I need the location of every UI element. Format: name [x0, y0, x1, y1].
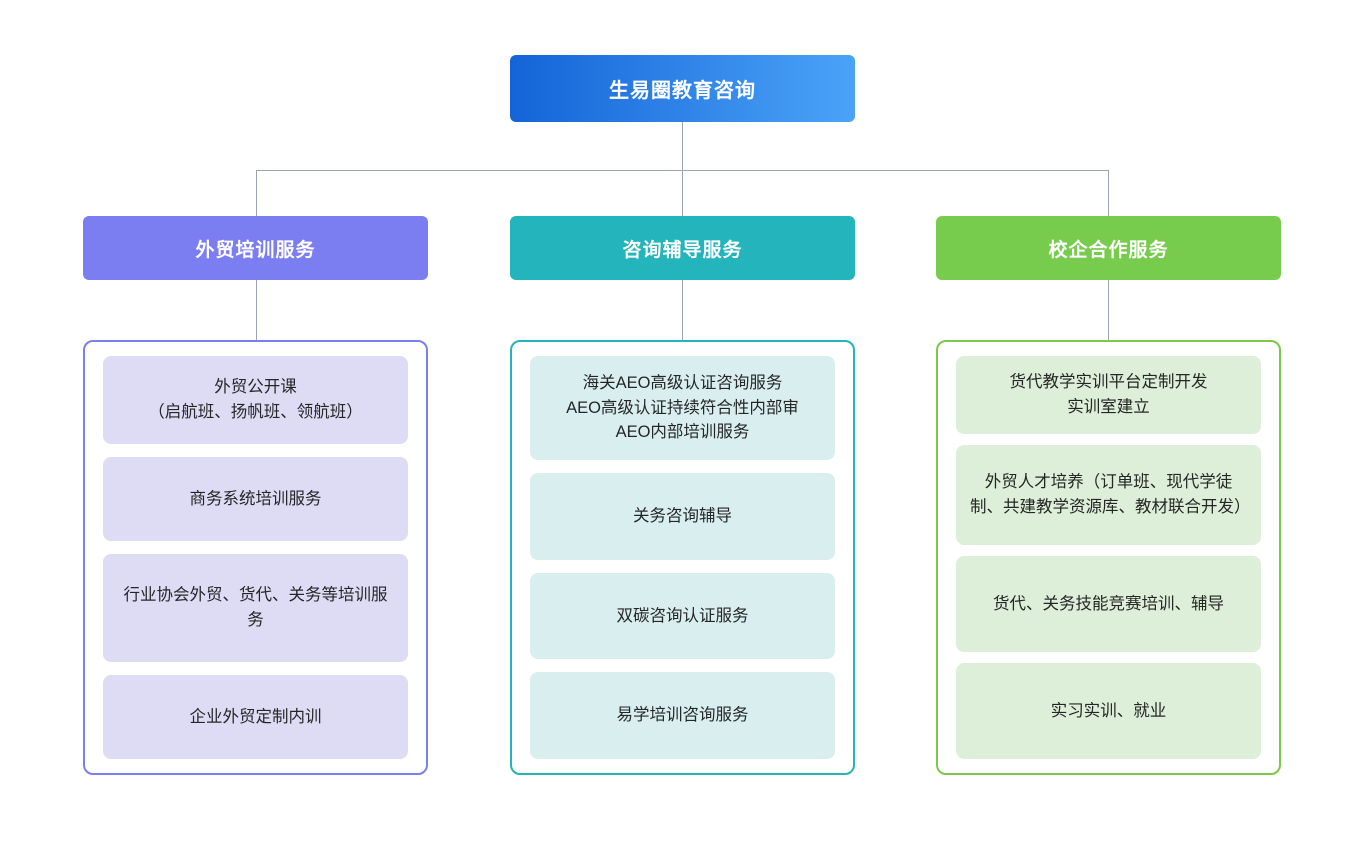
- leaf-card[interactable]: 实习实训、就业: [956, 663, 1261, 759]
- leaf-card[interactable]: 外贸公开课 （启航班、扬帆班、领航班）: [103, 356, 408, 444]
- connector-drop-branch-1: [256, 170, 257, 216]
- leaf-card-label: 外贸公开课 （启航班、扬帆班、领航班）: [148, 378, 363, 421]
- leaf-card[interactable]: 货代教学实训平台定制开发 实训室建立: [956, 356, 1261, 434]
- branch-header-waimao-peixun[interactable]: 外贸培训服务: [83, 216, 428, 280]
- branch-box-waimao-peixun: 外贸公开课 （启航班、扬帆班、领航班） 商务系统培训服务 行业协会外贸、货代、关…: [83, 340, 428, 775]
- leaf-card[interactable]: 货代、关务技能竞赛培训、辅导: [956, 556, 1261, 652]
- leaf-card[interactable]: 双碳咨询认证服务: [530, 572, 835, 660]
- leaf-card-label: 货代、关务技能竞赛培训、辅导: [993, 594, 1224, 613]
- leaf-card-label: 双碳咨询认证服务: [616, 606, 749, 625]
- branch-box-xiaoqi-hezuo: 货代教学实训平台定制开发 实训室建立 外贸人才培养（订单班、现代学徒制、共建教学…: [936, 340, 1281, 775]
- leaf-card-label: 商务系统培训服务: [189, 489, 322, 508]
- leaf-card[interactable]: 外贸人才培养（订单班、现代学徒制、共建教学资源库、教材联合开发）: [956, 445, 1261, 545]
- branch-box-zixun-fudao: 海关AEO高级认证咨询服务 AEO高级认证持续符合性内部审 AEO内部培训服务 …: [510, 340, 855, 775]
- branch-header-zixun-fudao[interactable]: 咨询辅导服务: [510, 216, 855, 280]
- leaf-card[interactable]: 海关AEO高级认证咨询服务 AEO高级认证持续符合性内部审 AEO内部培训服务: [530, 356, 835, 460]
- leaf-card-label: 易学培训咨询服务: [616, 706, 749, 725]
- leaf-card-label: 外贸人才培养（订单班、现代学徒制、共建教学资源库、教材联合开发）: [970, 473, 1251, 516]
- connector-drop-branch-2: [682, 170, 683, 216]
- connector-drop-branch-3: [1108, 170, 1109, 216]
- leaf-card[interactable]: 商务系统培训服务: [103, 457, 408, 541]
- leaf-card-label: 货代教学实训平台定制开发 实训室建立: [1009, 373, 1208, 416]
- leaf-card[interactable]: 易学培训咨询服务: [530, 672, 835, 760]
- leaf-card[interactable]: 企业外贸定制内训: [103, 675, 408, 759]
- root-node[interactable]: 生易圈教育咨询: [510, 55, 855, 122]
- branch-header-xiaoqi-hezuo[interactable]: 校企合作服务: [936, 216, 1281, 280]
- connector-branch-2-to-box: [682, 280, 683, 340]
- leaf-card[interactable]: 关务咨询辅导: [530, 473, 835, 560]
- leaf-card-label: 行业协会外贸、货代、关务等培训服务: [123, 586, 388, 629]
- connector-branch-1-to-box: [256, 280, 257, 340]
- leaf-card-label: 关务咨询辅导: [633, 506, 732, 525]
- leaf-card-label: 企业外贸定制内训: [189, 707, 322, 726]
- leaf-card[interactable]: 行业协会外贸、货代、关务等培训服务: [103, 553, 408, 663]
- leaf-card-label: 海关AEO高级认证咨询服务 AEO高级认证持续符合性内部审 AEO内部培训服务: [566, 373, 799, 442]
- connector-branch-3-to-box: [1108, 280, 1109, 340]
- connector-root-stem: [682, 122, 683, 170]
- leaf-card-label: 实习实训、就业: [1050, 701, 1167, 720]
